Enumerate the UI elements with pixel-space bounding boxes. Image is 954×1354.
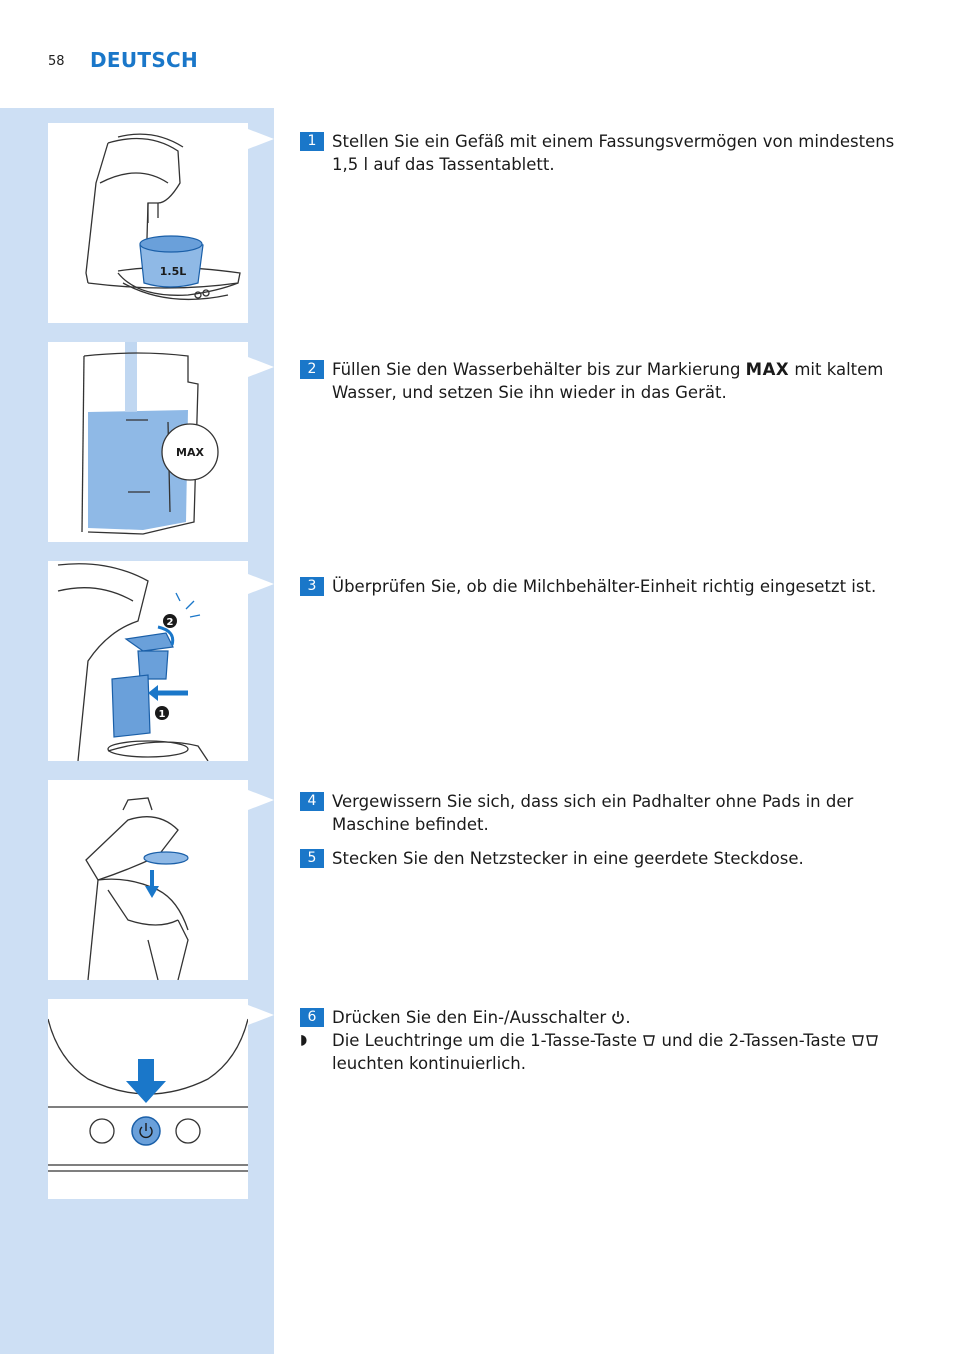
step-text-part: mit kaltem Wasser, und setzen Sie ihn wi…	[332, 360, 884, 402]
max-mark-label: MAX	[176, 446, 204, 459]
step-2: 2 Füllen Sie den Wasserbehälter bis zur …	[300, 358, 910, 404]
bullet-text-part: Die Leuchtringe um die 1-Tasse-Taste	[332, 1031, 637, 1050]
figure-pad-holder	[48, 780, 248, 980]
step-1: 1 Stellen Sie ein Gefäß mit einem Fassun…	[300, 130, 910, 176]
step-3: 3 Überprüfen Sie, ob die Milchbehälter-E…	[300, 575, 910, 598]
step-text-part: Drücken Sie den Ein-/Ausschalter	[332, 1008, 607, 1027]
container-volume-label: 1.5L	[160, 265, 187, 278]
bullet-text-part: und die 2-Tassen-Taste	[661, 1031, 846, 1050]
bullet-text-part: leuchten kontinuierlich.	[332, 1054, 526, 1073]
step-number: 2	[300, 360, 324, 379]
one-cup-icon	[643, 1035, 656, 1046]
step-text: Drücken Sie den Ein-/Ausschalter .	[332, 1006, 910, 1029]
figure-power-button	[48, 999, 248, 1199]
step-number: 4	[300, 792, 324, 811]
bullet-marker: ◗	[300, 1032, 308, 1048]
step-marker-1: 1	[159, 709, 166, 720]
page-number: 58	[48, 54, 65, 69]
panel-pointer	[248, 790, 274, 810]
step-text-end: .	[625, 1008, 631, 1027]
panel-pointer	[248, 1005, 274, 1025]
bullet-text: Die Leuchtringe um die 1-Tasse-Taste und…	[332, 1029, 910, 1075]
step-text: Füllen Sie den Wasserbehälter bis zur Ma…	[332, 358, 910, 404]
max-keyword: MAX	[745, 360, 790, 379]
result-bullet: ◗ Die Leuchtringe um die 1-Tasse-Taste u…	[300, 1029, 910, 1075]
panel-pointer	[248, 357, 274, 377]
figure-water-tank: MAX	[48, 342, 248, 542]
step-5: 5 Stecken Sie den Netzstecker in eine ge…	[300, 847, 910, 870]
step-number: 6	[300, 1008, 324, 1027]
two-cups-icon	[852, 1035, 879, 1046]
step-text: Stecken Sie den Netzstecker in eine geer…	[332, 849, 804, 868]
step-number: 3	[300, 577, 324, 596]
step-text: Vergewissern Sie sich, dass sich ein Pad…	[332, 792, 854, 834]
step-number: 5	[300, 849, 324, 868]
panel-pointer	[248, 574, 274, 594]
panel-pointer	[248, 129, 274, 149]
figure-milk-unit: 2 1	[48, 561, 248, 761]
step-4: 4 Vergewissern Sie sich, dass sich ein P…	[300, 790, 910, 836]
step-text: Stellen Sie ein Gefäß mit einem Fassungs…	[332, 132, 895, 174]
language-title: DEUTSCH	[90, 48, 199, 72]
power-icon	[612, 1011, 625, 1024]
step-text-part: Füllen Sie den Wasserbehälter bis zur Ma…	[332, 360, 746, 379]
step-number: 1	[300, 132, 324, 151]
step-text: Überprüfen Sie, ob die Milchbehälter-Ein…	[332, 577, 877, 596]
step-marker-2: 2	[167, 617, 174, 628]
step-6: 6 Drücken Sie den Ein-/Ausschalter .	[300, 1006, 910, 1029]
figure-container-on-tray: 1.5L	[48, 123, 248, 323]
